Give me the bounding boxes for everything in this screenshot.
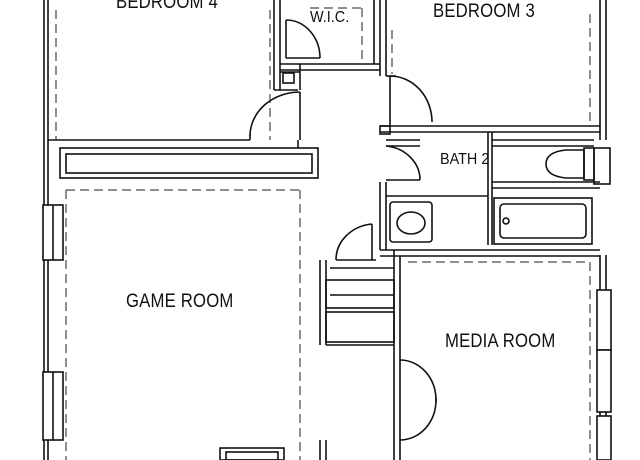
bath-2-door <box>385 145 421 181</box>
wic-door <box>285 19 321 59</box>
media-room-walls <box>393 250 401 460</box>
game-room-label: GAME ROOM <box>126 291 234 312</box>
window-right-3 <box>596 415 612 460</box>
bedroom-4-door <box>249 91 301 140</box>
bedroom-3-label: BEDROOM 3 <box>433 1 535 22</box>
media-room-label: MEDIA ROOM <box>445 331 556 352</box>
media-room-double-door <box>399 359 437 441</box>
bottom-fixture <box>219 440 327 460</box>
wic-label: W.I.C. <box>310 9 350 26</box>
bath-tub <box>493 197 593 245</box>
bedroom-4-wall <box>48 139 319 179</box>
window-right-2 <box>596 349 612 413</box>
stair-area <box>319 260 395 346</box>
hall-door <box>335 223 376 261</box>
wic-walls <box>273 0 387 91</box>
bedroom-3-door <box>386 75 433 126</box>
window-bath <box>593 147 611 185</box>
dashed-soffit-lines <box>55 7 591 460</box>
bath-2-label: BATH 2 <box>440 151 490 168</box>
bedroom-3-wall <box>379 125 600 135</box>
bedroom-4-label: BEDROOM 4 <box>116 0 218 13</box>
bath-sink <box>389 201 433 243</box>
bath-toilet <box>545 147 595 181</box>
window-right-1 <box>596 289 612 351</box>
